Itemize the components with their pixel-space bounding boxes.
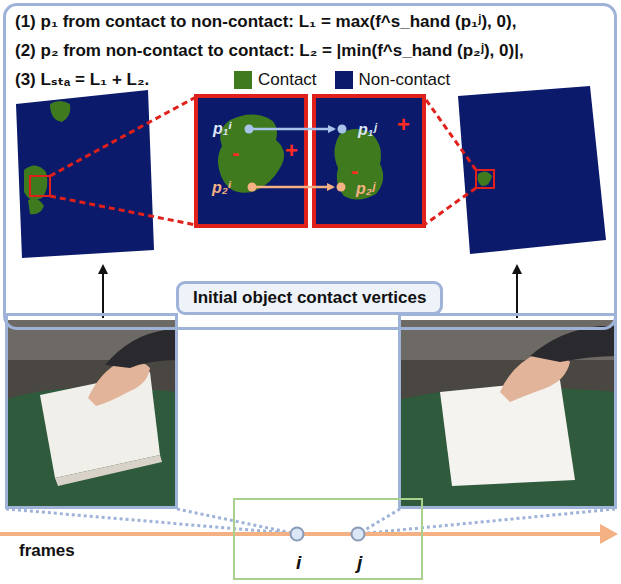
- formula-line: (2) p₂ from non-contact to contact: L₂ =…: [15, 41, 524, 61]
- up-arrow: [516, 266, 518, 318]
- contact-patch: [334, 129, 383, 200]
- vertex-label: p₁ʲ: [358, 120, 377, 139]
- contact-patch: [50, 101, 70, 122]
- frame-index: i: [296, 552, 301, 574]
- sign-mark: -: [232, 140, 239, 165]
- legend-swatch: [335, 71, 353, 89]
- vertex-label: p₁ⁱ: [213, 119, 232, 138]
- axis-label: frames: [19, 541, 75, 561]
- contact-patch: [478, 171, 493, 186]
- sign-mark: +: [397, 112, 410, 137]
- zoom-inset: [196, 96, 306, 226]
- legend-text: Contact: [258, 70, 317, 90]
- caption-box: Initial object contact vertices: [176, 281, 443, 315]
- vertex-point: [248, 183, 257, 192]
- vertex-point: [338, 125, 347, 134]
- contact-patch: [24, 165, 47, 200]
- contact-patch: [28, 199, 44, 214]
- frame-index: j: [357, 552, 362, 574]
- zoom-leader: [50, 97, 196, 176]
- timeline-arrowhead: [600, 524, 618, 544]
- video-frame: [5, 315, 178, 509]
- frame-projection: [177, 509, 297, 534]
- correspondence-arrow: [256, 186, 333, 189]
- sign-mark: +: [285, 138, 298, 163]
- frame-projection: [358, 509, 615, 534]
- vertex-label: p₂ⁱ: [212, 178, 231, 197]
- legend-text: Non-contact: [359, 70, 451, 90]
- frame-projection: [6, 509, 297, 534]
- object-mesh: [16, 90, 154, 258]
- caption-text: Initial object contact vertices: [193, 288, 426, 308]
- formula-line: (1) p₁ from contact to non-contact: L₁ =…: [15, 12, 516, 32]
- zoom-inset: [314, 96, 424, 226]
- vertex-label: p₂ʲ: [356, 179, 375, 198]
- legend-swatch: [234, 71, 252, 89]
- zoom-leader: [424, 188, 476, 225]
- video-frame: [398, 315, 617, 509]
- vertex-point: [337, 183, 346, 192]
- zoom-leader: [424, 97, 476, 170]
- zoom-leader: [50, 196, 196, 225]
- zoom-region: [30, 176, 50, 196]
- zoom-region: [476, 170, 494, 188]
- formula-line: (3) Lₛₜₐ = L₁ + L₂.: [15, 70, 149, 90]
- vertex-point: [245, 125, 254, 134]
- up-arrow: [102, 266, 104, 318]
- object-mesh: [458, 86, 606, 254]
- frame-marker: [352, 528, 365, 541]
- correspondence-arrow: [253, 128, 334, 131]
- frame-window: ij: [233, 498, 423, 580]
- sign-mark: -: [351, 158, 358, 183]
- frame-marker: [291, 528, 304, 541]
